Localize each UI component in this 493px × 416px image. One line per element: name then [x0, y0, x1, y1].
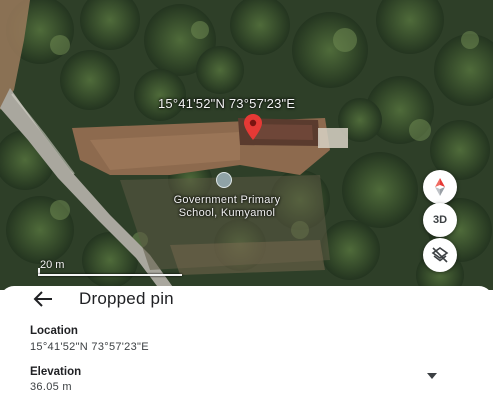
3d-label: 3D	[432, 214, 448, 226]
pin-coordinates-label: 15°41'52"N 73°57'23"E	[158, 96, 296, 111]
school-marker-icon[interactable]	[216, 172, 232, 188]
layers-toggle-button[interactable]	[423, 238, 457, 272]
place-name-line-2: School, Kumyamol	[178, 207, 276, 219]
arrow-left-icon[interactable]	[32, 290, 54, 308]
elevation-label: Elevation	[30, 366, 82, 378]
location-value[interactable]: 15°41'52"N 73°57'23"E	[30, 341, 149, 353]
scale-label: 20 m	[40, 259, 65, 271]
3d-view-button[interactable]: 3D	[423, 203, 457, 237]
location-pin-icon[interactable]	[244, 114, 262, 140]
map-scale-bar: 20 m	[26, 259, 186, 277]
compass-icon	[435, 178, 445, 196]
layers-off-icon	[431, 247, 449, 263]
scale-tick	[38, 268, 40, 276]
chevron-down-icon[interactable]	[427, 372, 437, 380]
elevation-value: 36.05 m	[30, 381, 72, 393]
dropped-pin-sheet[interactable]	[0, 286, 493, 416]
sheet-title: Dropped pin	[79, 289, 174, 308]
satellite-map[interactable]: 15°41'52"N 73°57'23"E Government Primary…	[0, 0, 493, 290]
satellite-imagery	[0, 0, 493, 290]
compass-button[interactable]	[423, 170, 457, 204]
place-name-line-1: Government Primary	[173, 194, 281, 206]
location-label: Location	[30, 325, 78, 337]
place-name-label[interactable]: Government Primary School, Kumyamol	[132, 194, 322, 220]
scale-line	[38, 274, 182, 276]
